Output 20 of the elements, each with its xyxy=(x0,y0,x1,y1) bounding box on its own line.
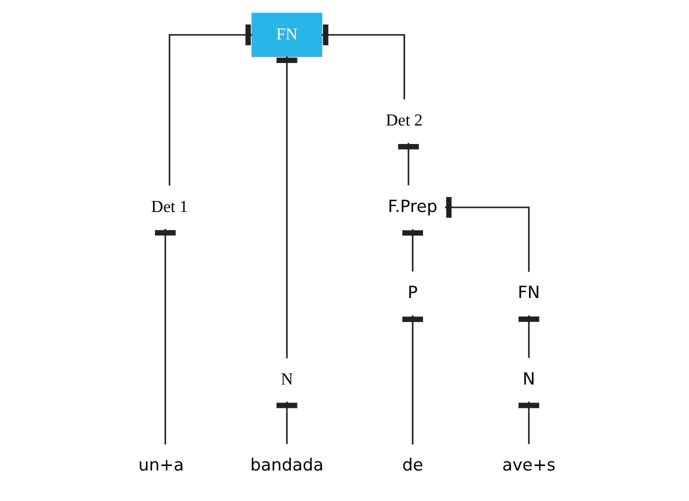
connector xyxy=(276,56,297,358)
node-box: FN xyxy=(251,12,322,58)
node-text: de xyxy=(402,454,423,475)
node-text: FN xyxy=(517,282,540,302)
connector xyxy=(168,24,252,186)
connector xyxy=(321,24,405,100)
connector xyxy=(154,228,176,444)
node-text: P xyxy=(407,282,418,302)
connector xyxy=(518,315,539,358)
node-text: bandada xyxy=(250,454,324,475)
node-text: un+a xyxy=(138,454,184,475)
connector xyxy=(444,197,530,272)
node-text: N xyxy=(522,368,535,388)
node-text: Det 2 xyxy=(385,110,422,130)
node-text: F.Prep xyxy=(387,196,437,216)
connector xyxy=(398,142,418,186)
node-text: N xyxy=(280,369,292,388)
node-text: ave+s xyxy=(502,454,555,475)
connector xyxy=(402,315,423,444)
node-text: Det 1 xyxy=(150,196,188,216)
